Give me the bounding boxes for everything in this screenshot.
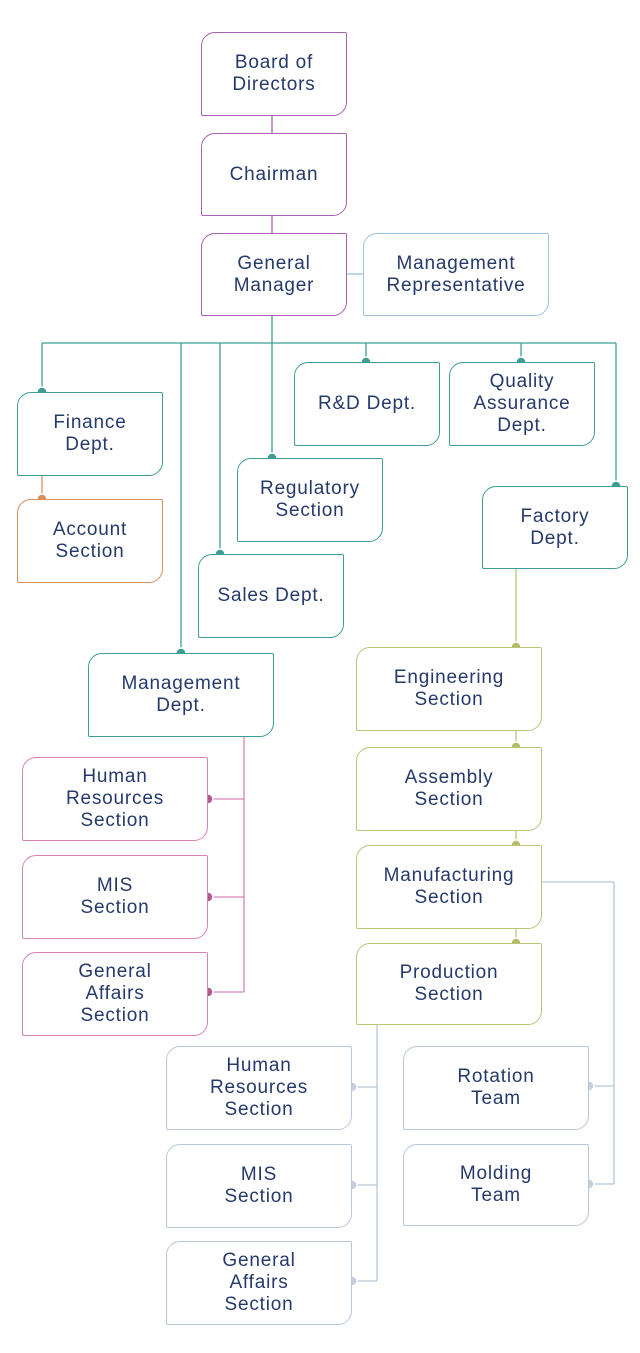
node-factory-dept: Factory Dept. xyxy=(482,486,628,569)
node-human-resources-section-left: Human Resources Section xyxy=(22,757,208,841)
node-management-representative: Management Representative xyxy=(363,233,549,316)
node-chairman: Chairman xyxy=(201,133,347,216)
node-molding-team: Molding Team xyxy=(403,1144,589,1226)
node-human-resources-section-bottom: Human Resources Section xyxy=(166,1046,352,1130)
node-production-section: Production Section xyxy=(356,943,542,1025)
node-board-of-directors: Board of Directors xyxy=(201,32,347,116)
node-general-manager: General Manager xyxy=(201,233,347,316)
node-rotation-team: Rotation Team xyxy=(403,1046,589,1130)
node-manufacturing-section: Manufacturing Section xyxy=(356,845,542,929)
node-general-affairs-section-bottom: General Affairs Section xyxy=(166,1241,352,1325)
node-sales-dept: Sales Dept. xyxy=(198,554,344,638)
node-quality-assurance-dept: Quality Assurance Dept. xyxy=(449,362,595,446)
node-engineering-section: Engineering Section xyxy=(356,647,542,731)
node-finance-dept: Finance Dept. xyxy=(17,392,163,476)
node-mis-section-bottom: MIS Section xyxy=(166,1144,352,1228)
node-assembly-section: Assembly Section xyxy=(356,747,542,831)
node-general-affairs-section-left: General Affairs Section xyxy=(22,952,208,1036)
node-management-dept: Management Dept. xyxy=(88,653,274,737)
node-rnd-dept: R&D Dept. xyxy=(294,362,440,446)
node-mis-section-left: MIS Section xyxy=(22,855,208,939)
node-account-section: Account Section xyxy=(17,499,163,583)
node-regulatory-section: Regulatory Section xyxy=(237,458,383,542)
